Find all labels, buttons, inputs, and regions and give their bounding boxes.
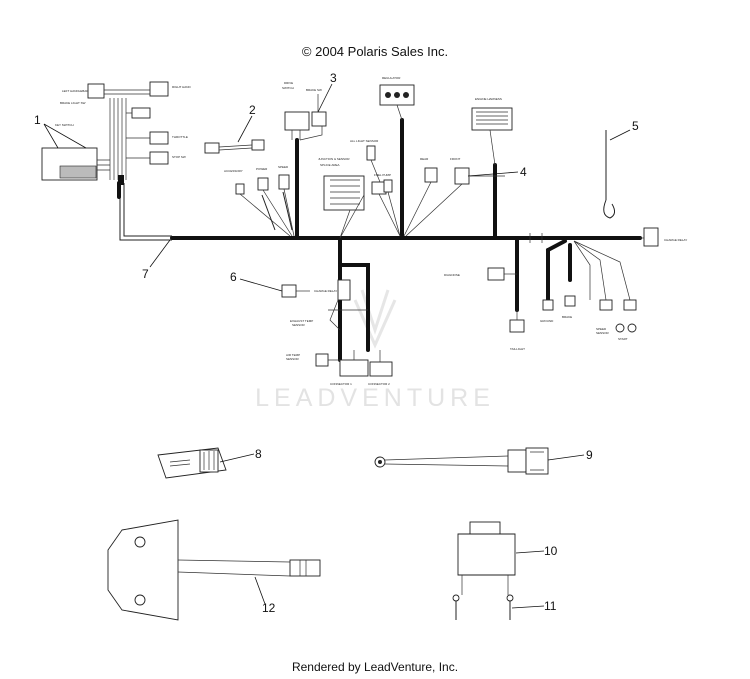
svg-text:SPLICE AREA: SPLICE AREA (320, 163, 340, 167)
svg-text:RIGHT HAND: RIGHT HAND (172, 85, 191, 89)
svg-text:AIR TEMP: AIR TEMP (286, 353, 300, 357)
svg-text:TAILLIGHT: TAILLIGHT (510, 347, 525, 351)
svg-text:KEY SWITCH: KEY SWITCH (55, 123, 74, 127)
svg-text:REGULATOR: REGULATOR (382, 76, 401, 80)
callout-2: 2 (249, 103, 256, 117)
svg-text:JUNCTION & SENSOR: JUNCTION & SENSOR (318, 157, 350, 161)
svg-text:START: START (618, 337, 628, 341)
svg-text:SWITCH: SWITCH (282, 86, 294, 90)
callout-6: 6 (230, 270, 237, 284)
leadventure-watermark: LEADVENTURE (255, 384, 495, 412)
svg-text:SENSOR: SENSOR (286, 357, 300, 361)
callout-10: 10 (544, 544, 558, 558)
rendered-by-text: Rendered by LeadVenture, Inc. (291, 660, 459, 674)
svg-text:BRAKE LIGHT SW: BRAKE LIGHT SW (60, 101, 86, 105)
callout-5: 5 (632, 119, 639, 133)
callout-12: 12 (262, 601, 276, 615)
upper-components: DRIVE SWITCH BRAKE SW REGULATOR ENGINE H… (224, 76, 513, 239)
svg-text:FUEL PUMP: FUEL PUMP (374, 173, 391, 177)
callout-11: 11 (544, 599, 557, 613)
svg-text:POWER: POWER (256, 167, 268, 171)
copyright-text: © 2004 Polaris Sales Inc. (301, 44, 449, 59)
svg-text:ALL LIGHT SENSOR: ALL LIGHT SENSOR (350, 139, 379, 143)
svg-text:STOP SW: STOP SW (172, 155, 186, 159)
svg-text:SENSOR: SENSOR (596, 331, 610, 335)
svg-text:CHARGE RELAY: CHARGE RELAY (314, 289, 337, 293)
svg-text:ENGINE HARNESS: ENGINE HARNESS (475, 97, 502, 101)
svg-text:DIAGNOSE: DIAGNOSE (444, 273, 460, 277)
item-8-connector (157, 447, 227, 479)
svg-text:SENSOR: SENSOR (292, 323, 306, 327)
callout-8: 8 (255, 447, 262, 461)
svg-text:CONNECTOR 1: CONNECTOR 1 (330, 382, 352, 386)
svg-text:REAR: REAR (420, 157, 429, 161)
callout-7: 7 (142, 267, 149, 281)
svg-text:LEFT HANDLEBAR: LEFT HANDLEBAR (62, 89, 89, 93)
right-end-connectors: CHARGE RELAY SPEED SENSOR START GROUND B… (444, 227, 687, 351)
item-5-hose (603, 130, 616, 219)
callout-3: 3 (330, 71, 337, 85)
svg-text:BRAKE: BRAKE (562, 315, 572, 319)
callout-numbers: 1 2 3 4 5 6 7 8 9 10 11 12 (34, 71, 639, 615)
item-9-lead (374, 447, 549, 475)
svg-text:THROTTLE: THROTTLE (172, 135, 188, 139)
watermark-logo (353, 289, 397, 349)
svg-text:CONNECTOR 2: CONNECTOR 2 (368, 382, 390, 386)
item-12-module (107, 519, 321, 621)
leader-lines (43, 83, 631, 609)
svg-text:GROUND: GROUND (540, 319, 554, 323)
item-10-relay (457, 521, 516, 595)
svg-text:DRIVE: DRIVE (284, 81, 293, 85)
callout-9: 9 (586, 448, 593, 462)
callout-4: 4 (520, 165, 527, 179)
svg-text:CHARGE RELAY: CHARGE RELAY (664, 238, 687, 242)
svg-text:SPEED: SPEED (596, 327, 607, 331)
left-connector-group: LEFT HANDLEBAR BRAKE LIGHT SW RIGHT HAND… (41, 81, 191, 185)
svg-text:ACCESSORY: ACCESSORY (224, 169, 243, 173)
item-11-bolts (452, 594, 514, 620)
svg-text:EXHAUST TEMP: EXHAUST TEMP (290, 319, 313, 323)
callout-1: 1 (34, 113, 41, 127)
svg-text:SPEED: SPEED (278, 165, 289, 169)
svg-text:BRAKE SW: BRAKE SW (306, 88, 322, 92)
main-harness (117, 118, 642, 362)
svg-text:FRONT: FRONT (450, 157, 460, 161)
connector-2 (204, 139, 265, 154)
lower-branch: CHARGE RELAY EXHAUST TEMP SENSOR AIR TEM… (281, 279, 393, 386)
